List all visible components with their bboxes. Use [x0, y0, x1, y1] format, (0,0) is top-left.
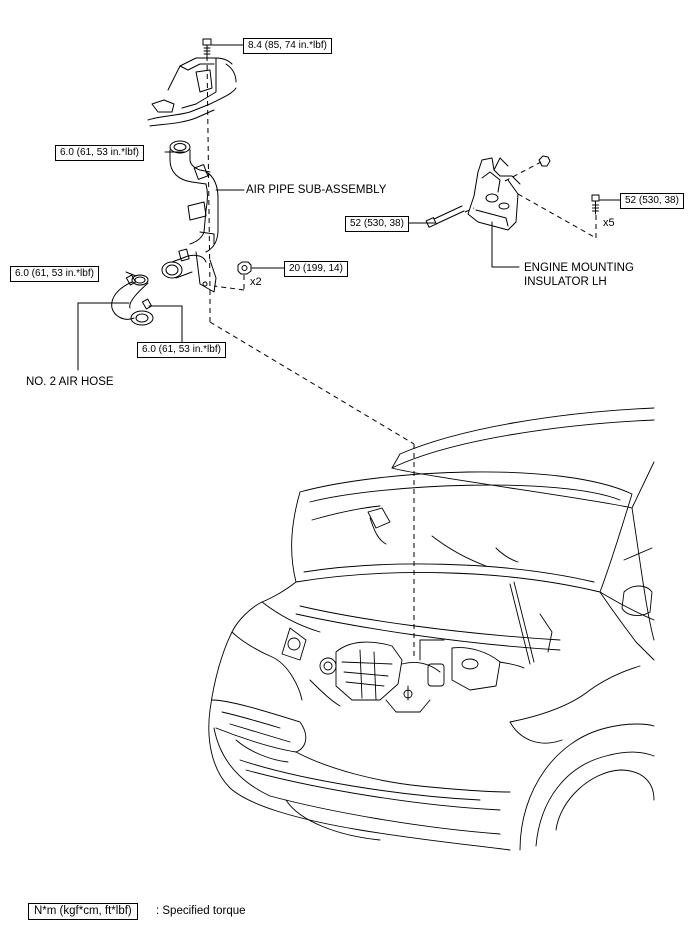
legend-description: : Specified torque [156, 905, 246, 917]
torque-spec-mount-bolts-x5: 52 (530, 38) [620, 193, 684, 209]
legend-unit-box: N*m (kgf*cm, ft*lbf) [28, 903, 138, 920]
torque-spec-bracket-bolt: 8.4 (85, 74 in.*lbf) [243, 38, 332, 54]
torque-spec-hose-upper-clamp: 6.0 (61, 53 in.*lbf) [10, 266, 99, 282]
air-hose-icon [111, 274, 154, 326]
engine-mount-label-line2: INSULATOR LH [524, 276, 607, 288]
nut-icon [237, 261, 252, 275]
torque-spec-hose-lower-clamp: 6.0 (61, 53 in.*lbf) [137, 342, 226, 358]
upper-bracket-icon [147, 57, 237, 127]
torque-spec-air-pipe-clamp: 6.0 (61, 53 in.*lbf) [55, 145, 144, 161]
engine-mount-label-line1: ENGINE MOUNTING [524, 262, 634, 274]
air-pipe-icon [161, 140, 219, 293]
engine-mount-icon [467, 157, 521, 231]
bracket-bolt-icon [202, 38, 212, 57]
car-illustration [208, 407, 655, 851]
bolt-quantity: x5 [603, 217, 615, 229]
mount-bolt-icon [425, 205, 465, 228]
mount-nut-icon [538, 155, 551, 167]
air-pipe-label: AIR PIPE SUB-ASSEMBLY [246, 184, 387, 196]
mount-bolt-x5-icon [591, 194, 600, 215]
no2-air-hose-label: NO. 2 AIR HOSE [26, 376, 114, 388]
torque-spec-nut: 20 (199, 14) [284, 261, 348, 277]
torque-spec-mount-bolt: 52 (530, 38) [345, 216, 409, 232]
nut-quantity: x2 [250, 276, 262, 288]
